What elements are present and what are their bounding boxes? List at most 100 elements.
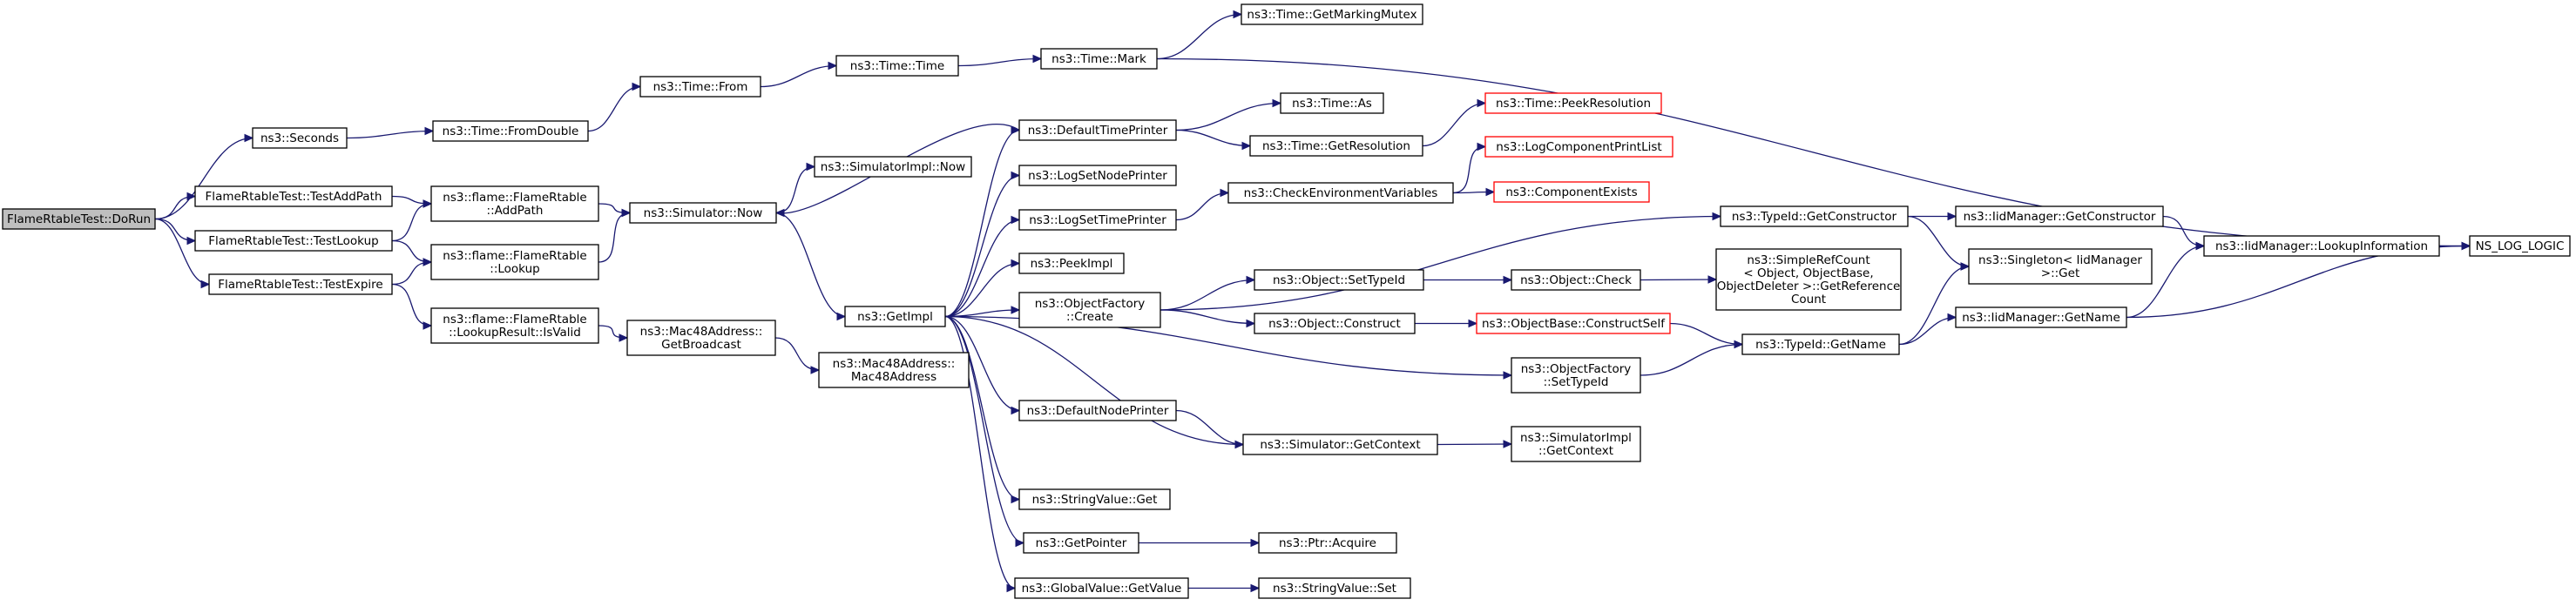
node-label-stringvalueset: ns3::StringValue::Set [1273, 582, 1396, 596]
node-getpointer[interactable]: ns3::GetPointer [1023, 532, 1139, 554]
node-simimplgetcontext[interactable]: ns3::SimulatorImpl::GetContext [1511, 426, 1641, 462]
node-typeidgetname[interactable]: ns3::TypeId::GetName [1741, 333, 1900, 355]
node-box-mac48 [818, 352, 970, 388]
node-box-testexpire [208, 273, 393, 295]
node-mac48[interactable]: ns3::Mac48Address::Mac48Address [818, 352, 970, 388]
node-box-peekresolution [1484, 92, 1662, 114]
node-simgetcontext[interactable]: ns3::Simulator::GetContext [1242, 434, 1438, 455]
arrowhead-iidgetname-to-lookupinfo [2195, 241, 2206, 251]
node-constructself[interactable]: ns3::ObjectBase::ConstructSelf [1476, 313, 1671, 334]
node-getresolution[interactable]: ns3::Time::GetResolution [1249, 135, 1423, 157]
node-testlookup[interactable]: FlameRtableTest::TestLookup [194, 230, 393, 252]
node-globalgetvalue[interactable]: ns3::GlobalValue::GetValue [1014, 577, 1189, 599]
node-fromdouble[interactable]: ns3::Time::FromDouble [432, 120, 589, 142]
node-label-lookupinfo: ns3::IidManager::LookupInformation [2215, 239, 2428, 253]
node-box-fromdouble [432, 120, 589, 142]
node-objconstruct[interactable]: ns3::Object::Construct [1254, 313, 1416, 334]
node-logcomplist[interactable]: ns3::LogComponentPrintList [1484, 136, 1673, 158]
node-label-nslog: NS_LOG_LOGIC [2476, 239, 2565, 253]
arrowhead-lookupinfo-to-nslog [2461, 241, 2471, 251]
node-label-simgetcontext: ns3::Simulator::GetContext [1260, 438, 1420, 452]
node-time[interactable]: ns3::Time::Time [835, 55, 959, 77]
edge-checkenv-to-logcomplist [1452, 145, 1486, 194]
node-compexists[interactable]: ns3::ComponentExists [1493, 181, 1650, 203]
node-label-addpath: ::AddPath [487, 204, 544, 218]
node-timeas[interactable]: ns3::Time::As [1280, 92, 1384, 114]
node-peekresolution[interactable]: ns3::Time::PeekResolution [1484, 92, 1662, 114]
node-nslog[interactable]: NS_LOG_LOGIC [2469, 235, 2571, 257]
node-getbroadcast[interactable]: ns3::Mac48Address::GetBroadcast [626, 320, 776, 356]
node-from[interactable]: ns3::Time::From [639, 76, 761, 98]
arrowhead-getimpl-to-objfactorycreate [1011, 306, 1021, 314]
node-peekimpl[interactable]: ns3::PeekImpl [1018, 252, 1125, 274]
node-addpath[interactable]: ns3::flame::FlameRtable::AddPath [430, 185, 599, 222]
node-ofsettypeid[interactable]: ns3::ObjectFactory::SetTypeId [1511, 357, 1641, 394]
arrowhead-getimpl-to-defnodeprinter [1011, 406, 1021, 415]
edge-constructself-to-typeidgetname [1669, 322, 1743, 346]
node-box-checkenv [1227, 182, 1454, 204]
node-label-defnodeprinter: ns3::DefaultNodePrinter [1027, 404, 1169, 418]
edge-testlookup-to-addpath [391, 203, 432, 242]
arrowhead-lookup-to-simnow [621, 208, 632, 218]
node-objsettypeid[interactable]: ns3::Object::SetTypeId [1254, 269, 1424, 291]
node-defnodeprinter[interactable]: ns3::DefaultNodePrinter [1018, 400, 1177, 421]
arrowhead-getimpl-to-stringvalueget [1011, 495, 1021, 504]
node-iidgetname[interactable]: ns3::IidManager::GetName [1955, 306, 2127, 328]
node-mark[interactable]: ns3::Time::Mark [1040, 48, 1158, 70]
edge-objfactorycreate-to-typeidgetconstructor [1160, 215, 1721, 311]
node-box-from [639, 76, 761, 98]
edge-time-to-mark [957, 57, 1042, 67]
node-simplerefcount[interactable]: ns3::SimpleRefCount< Object, ObjectBase,… [1715, 248, 1902, 311]
node-lookup[interactable]: ns3::flame::FlameRtable::Lookup [430, 244, 599, 280]
node-label-logsettimeprinter: ns3::LogSetTimePrinter [1029, 213, 1166, 227]
node-label-testaddpath: FlameRtableTest::TestAddPath [206, 190, 382, 204]
node-logsetnodeprinter[interactable]: ns3::LogSetNodePrinter [1018, 165, 1177, 186]
node-box-getpointer [1023, 532, 1139, 554]
node-deftimeprinter[interactable]: ns3::DefaultTimePrinter [1018, 119, 1177, 141]
node-label-stringvalueget: ns3::StringValue::Get [1032, 493, 1158, 507]
node-getimpl[interactable]: ns3::GetImpl [844, 306, 946, 327]
node-box-addpath [430, 185, 599, 222]
node-logsettimeprinter[interactable]: ns3::LogSetTimePrinter [1018, 209, 1177, 231]
node-stringvalueget[interactable]: ns3::StringValue::Get [1018, 488, 1171, 510]
node-stringvalueset[interactable]: ns3::StringValue::Set [1258, 577, 1411, 599]
arrowhead-from-to-time [828, 61, 838, 71]
node-box-mark [1040, 48, 1158, 70]
node-ptracquire[interactable]: ns3::Ptr::Acquire [1258, 532, 1397, 554]
node-testaddpath[interactable]: FlameRtableTest::TestAddPath [194, 185, 393, 207]
node-seconds[interactable]: ns3::Seconds [252, 127, 348, 149]
edge-dorun-to-testexpire [154, 218, 210, 286]
node-label-isvalid: ::LookupResult::IsValid [449, 326, 581, 340]
edge-getimpl-to-simgetcontext [944, 315, 1244, 446]
node-iidgetconstructor[interactable]: ns3::IidManager::GetConstructor [1955, 205, 2164, 227]
node-simimplnow[interactable]: ns3::SimulatorImpl::Now [814, 156, 972, 178]
arrowhead-typeidgetname-to-singletonget [1960, 262, 1971, 271]
node-label-time: ns3::Time::Time [850, 59, 944, 73]
node-typeidgetconstructor[interactable]: ns3::TypeId::GetConstructor [1720, 205, 1909, 227]
arrowhead-dorun-to-testlookup [186, 236, 197, 246]
arrowhead-fromdouble-to-from [632, 82, 642, 91]
node-label-singletonget: ns3::Singleton< IidManager [1978, 253, 2142, 267]
node-box-stringvalueset [1258, 577, 1411, 599]
node-label-ptracquire: ns3::Ptr::Acquire [1279, 536, 1376, 550]
node-objfactorycreate[interactable]: ns3::ObjectFactory::Create [1018, 292, 1161, 328]
node-isvalid[interactable]: ns3::flame::FlameRtable::LookupResult::I… [430, 307, 599, 344]
node-box-timeas [1280, 92, 1384, 114]
edge-getimpl-to-peekimpl [944, 262, 1020, 318]
node-checkenv[interactable]: ns3::CheckEnvironmentVariables [1227, 182, 1454, 204]
node-label-simnow: ns3::Simulator::Now [644, 206, 763, 220]
node-dorun[interactable]: FlameRtableTest::DoRun [2, 208, 156, 230]
node-label-simimplnow: ns3::SimulatorImpl::Now [821, 160, 965, 174]
node-testexpire[interactable]: FlameRtableTest::TestExpire [208, 273, 393, 295]
arrowhead-getbroadcast-to-mac48 [810, 366, 821, 374]
node-lookupinfo[interactable]: ns3::IidManager::LookupInformation [2203, 235, 2440, 257]
edge-simgetcontext-to-simimplgetcontext [1437, 443, 1512, 446]
node-label-from: ns3::Time::From [653, 80, 748, 94]
edge-iidgetname-to-lookupinfo [2126, 245, 2205, 319]
node-singletonget[interactable]: ns3::Singleton< IidManager>::Get [1968, 248, 2153, 285]
node-objcheck[interactable]: ns3::Object::Check [1511, 269, 1641, 291]
node-simnow[interactable]: ns3::Simulator::Now [629, 202, 777, 224]
edge-simnow-to-simimplnow [775, 165, 815, 214]
node-box-seconds [252, 127, 348, 149]
node-getmarkingmutex[interactable]: ns3::Time::GetMarkingMutex [1241, 3, 1423, 25]
